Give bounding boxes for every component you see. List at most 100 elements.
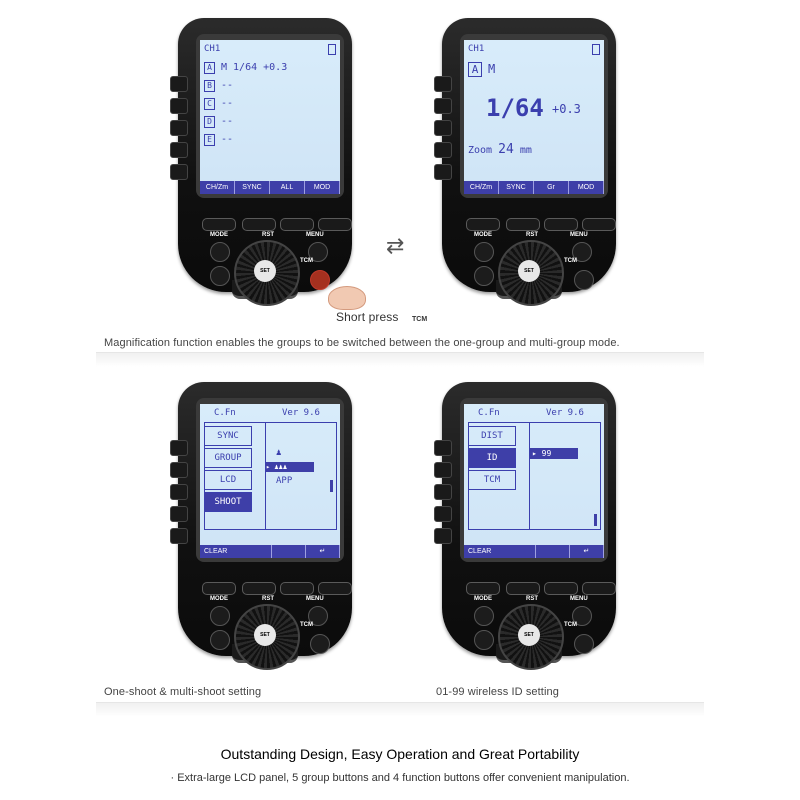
menu-item-shoot[interactable]: SHOOT (204, 492, 252, 512)
tcm-button[interactable] (310, 634, 330, 654)
menu-label: MENU (306, 596, 324, 602)
menu-button[interactable] (308, 242, 328, 262)
group-button-b[interactable] (434, 462, 452, 478)
set-button[interactable]: SET (518, 624, 540, 646)
flash-button[interactable] (210, 630, 230, 650)
group-value: -- (221, 134, 234, 145)
set-button[interactable]: SET (254, 260, 276, 282)
menu-item-sync[interactable]: SYNC (204, 426, 252, 446)
tcm-button[interactable] (310, 270, 330, 290)
mode-label: MODE (474, 596, 492, 602)
menu-button[interactable] (572, 242, 592, 262)
menu-item-tcm[interactable]: TCM (468, 470, 516, 490)
short-press-text: Short press (336, 310, 399, 324)
function-button-4[interactable] (318, 218, 352, 231)
menu-button[interactable] (572, 606, 592, 626)
group-button-b[interactable] (170, 462, 188, 478)
softkey-label: MOD (569, 181, 604, 194)
function-button-3[interactable] (544, 582, 578, 595)
function-button-3[interactable] (280, 582, 314, 595)
tcm-icon: TCM (412, 316, 428, 323)
mode-label: MODE (474, 232, 492, 238)
scrollbar[interactable] (594, 514, 597, 526)
id-value-highlight[interactable]: ▸ 99 (530, 448, 578, 459)
tcm-label: TCM (300, 258, 313, 264)
group-button-d[interactable] (170, 506, 188, 522)
group-button-b[interactable] (434, 98, 452, 114)
group-id: E (204, 134, 215, 146)
comp-value: +0.3 (552, 102, 581, 116)
group-id: A (468, 62, 482, 77)
group-button-a[interactable] (434, 440, 452, 456)
function-button-2[interactable] (506, 582, 540, 595)
footer-subtitle: · Extra-large LCD panel, 5 group buttons… (170, 772, 630, 784)
caption-row2-right: 01-99 wireless ID setting (436, 686, 559, 698)
set-button[interactable]: SET (518, 260, 540, 282)
tcm-button[interactable] (574, 270, 594, 290)
menu-item-lcd[interactable]: LCD (204, 470, 252, 490)
group-button-e[interactable] (434, 164, 452, 180)
transmitter-device-4: C.Fn Ver 9.6 DIST ID TCM ▸ 99 CLEAR ↵ MO… (434, 382, 624, 682)
function-button-2[interactable] (506, 218, 540, 231)
group-id: D (204, 116, 215, 128)
mode-button[interactable] (474, 242, 494, 262)
version-label: Ver 9.6 (546, 408, 584, 418)
function-button-1[interactable] (466, 218, 500, 231)
group-button-c[interactable] (434, 120, 452, 136)
menu-label: MENU (570, 232, 588, 238)
function-button-1[interactable] (202, 582, 236, 595)
group-button-a[interactable] (170, 76, 188, 92)
group-button-e[interactable] (170, 528, 188, 544)
flash-button[interactable] (474, 266, 494, 286)
group-button-e[interactable] (434, 528, 452, 544)
softkey-label: SYNC (235, 181, 270, 194)
group-value: M 1/64 +0.3 (221, 62, 288, 73)
function-button-2[interactable] (242, 582, 276, 595)
flash-button[interactable] (474, 630, 494, 650)
option-app[interactable]: APP (276, 476, 293, 486)
transmitter-device-3: C.Fn Ver 9.6 SYNC GROUP LCD SHOOT ♟ ▸ ♟♟… (170, 382, 360, 682)
menu-button[interactable] (308, 606, 328, 626)
function-button-4[interactable] (582, 582, 616, 595)
lcd-screen: C.Fn Ver 9.6 SYNC GROUP LCD SHOOT ♟ ▸ ♟♟… (200, 404, 340, 558)
mode-button[interactable] (210, 242, 230, 262)
scrollbar[interactable] (330, 480, 333, 492)
rst-label: RST (262, 596, 274, 602)
cfn-label: C.Fn (478, 408, 500, 418)
mode-button[interactable] (210, 606, 230, 626)
function-button-4[interactable] (318, 582, 352, 595)
function-button-3[interactable] (544, 218, 578, 231)
group-button-a[interactable] (170, 440, 188, 456)
mode-label: MODE (210, 232, 228, 238)
flash-mode: M (488, 62, 496, 76)
tcm-button[interactable] (574, 634, 594, 654)
softkey-label: CH/Zm (200, 181, 235, 194)
group-button-d[interactable] (170, 142, 188, 158)
menu-item-id[interactable]: ID (468, 448, 516, 468)
group-button-b[interactable] (170, 98, 188, 114)
menu-item-group[interactable]: GROUP (204, 448, 252, 468)
softkey-label: MOD (305, 181, 340, 194)
function-button-1[interactable] (202, 218, 236, 231)
function-button-4[interactable] (582, 218, 616, 231)
group-button-c[interactable] (434, 484, 452, 500)
control-dial[interactable] (234, 604, 300, 670)
group-button-c[interactable] (170, 120, 188, 136)
set-button[interactable]: SET (254, 624, 276, 646)
mode-button[interactable] (474, 606, 494, 626)
menu-item-dist[interactable]: DIST (468, 426, 516, 446)
function-button-1[interactable] (466, 582, 500, 595)
group-id: A (204, 62, 215, 74)
function-button-2[interactable] (242, 218, 276, 231)
group-button-d[interactable] (434, 142, 452, 158)
group-button-c[interactable] (170, 484, 188, 500)
group-button-a[interactable] (434, 76, 452, 92)
clear-label: CLEAR (200, 545, 272, 558)
flash-button[interactable] (210, 266, 230, 286)
group-button-e[interactable] (170, 164, 188, 180)
lcd-screen: C.Fn Ver 9.6 DIST ID TCM ▸ 99 CLEAR ↵ (464, 404, 604, 558)
group-button-d[interactable] (434, 506, 452, 522)
function-button-3[interactable] (280, 218, 314, 231)
